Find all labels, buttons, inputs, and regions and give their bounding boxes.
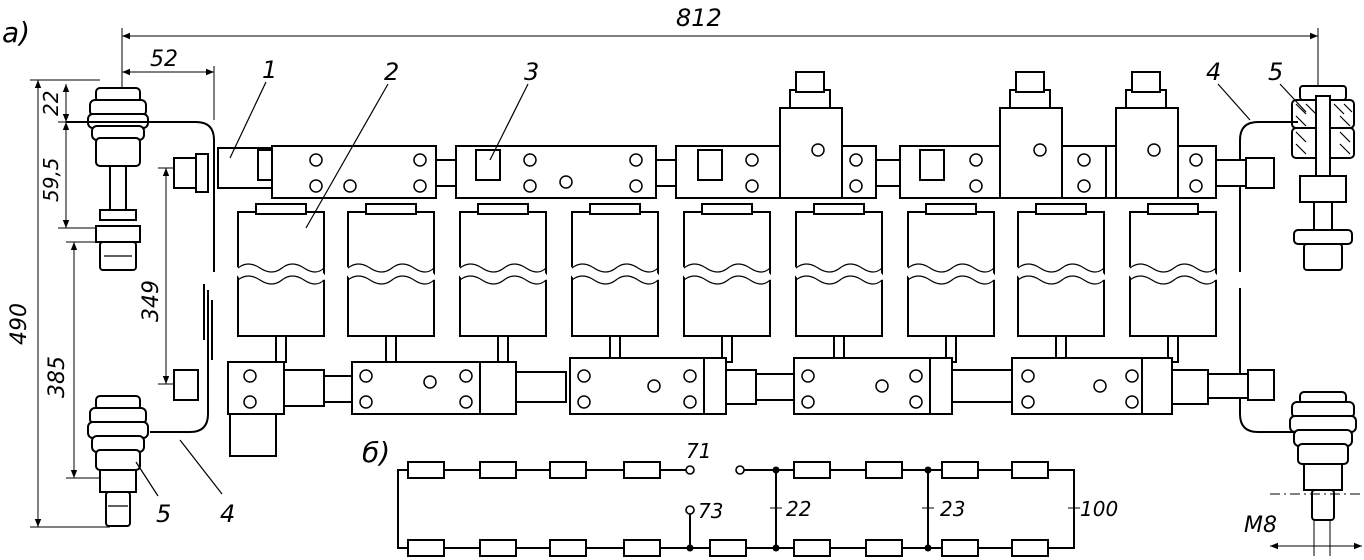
dim-349-label: 349 [139,280,164,322]
resistor-break-lines [232,265,1220,283]
callout-5-top: 5 [1268,58,1307,113]
tap-71-label: 71 [686,439,711,463]
svg-text:4: 4 [220,500,235,528]
dim-22-label: 22 [39,91,63,116]
panel-label-b: б) [362,436,390,469]
dimension-59-5: 59,5 [39,122,140,229]
insulator-top-left [87,87,149,271]
tap-22-label: 22 [786,497,811,521]
schematic-resistor-chain [397,461,1075,557]
svg-text:5: 5 [156,500,171,528]
dim-52-label: 52 [150,47,178,72]
dim-812-label: 812 [676,4,722,32]
svg-text:1: 1 [262,56,277,84]
resistor-break-outlines [237,263,1217,285]
callout-3: 3 [489,58,539,161]
panel-label-a: а) [2,16,30,49]
dim-490-label: 490 [7,303,32,345]
dimension-349: 349 [139,167,186,385]
callout-4-top: 4 [1206,58,1251,121]
insulator-bottom-right [1270,391,1362,521]
terminal-towers [779,71,1179,199]
dimension-m8: M8 [1244,513,1362,556]
dim-385-label: 385 [45,356,70,398]
svg-text:2: 2 [384,58,399,86]
callout-2: 2 [305,58,399,229]
svg-text:3: 3 [524,58,539,86]
bottom-rail-bolt-holes [243,369,1139,409]
callout-1: 1 [229,56,277,159]
callout-5-bottom: 5 [135,461,171,528]
resistor-end-caps [255,203,1199,363]
svg-text:4: 4 [1206,58,1221,86]
insulator-bottom-left [87,395,149,527]
svg-text:5: 5 [1268,58,1283,86]
dimension-52: 52 [122,47,215,120]
callout-4-bottom: 4 [179,439,235,528]
bottom-rail [173,357,1275,457]
dimension-812: 812 [121,4,1319,115]
tap-73-label: 73 [698,499,723,523]
tap-100-label: 100 [1080,497,1118,521]
dimension-385: 385 [45,241,140,479]
tap-23-label: 23 [940,497,965,521]
dim-m8-label: M8 [1244,513,1277,538]
bus-bar-left [66,121,215,433]
dim-59-5-label: 59,5 [39,157,63,202]
bus-bar-right [1239,121,1298,433]
top-rail [173,145,1275,199]
insulator-top-right [1291,85,1355,271]
dimension-490: 490 [7,79,110,528]
